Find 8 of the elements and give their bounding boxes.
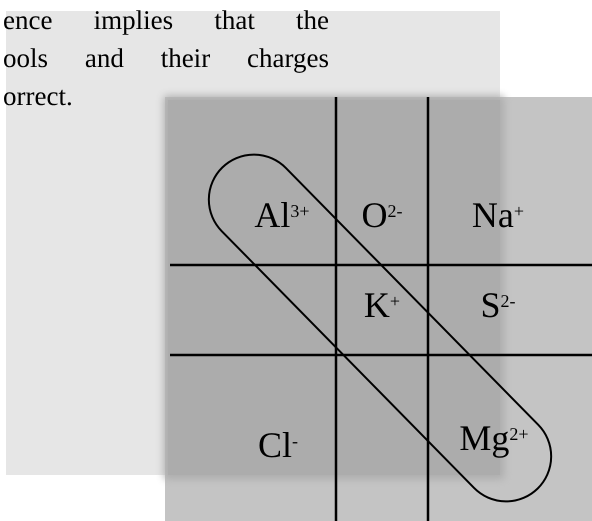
ion-symbol: Mg$^{2+}$ xyxy=(459,418,529,458)
ion-symbol: O$^{2-}$ xyxy=(362,195,402,235)
ion-symbol: Al$^{3+}$ xyxy=(254,195,310,235)
paragraph-text: ence implies that the ools and their charges orrect. xyxy=(3,4,329,113)
ion-symbol: S$^{2-}$ xyxy=(480,285,516,325)
ion-symbol: Cl$^{-}$ xyxy=(258,425,298,465)
ion-symbol: Na$^{+}$ xyxy=(472,195,524,235)
ion-symbol: K$^{+}$ xyxy=(364,285,400,325)
